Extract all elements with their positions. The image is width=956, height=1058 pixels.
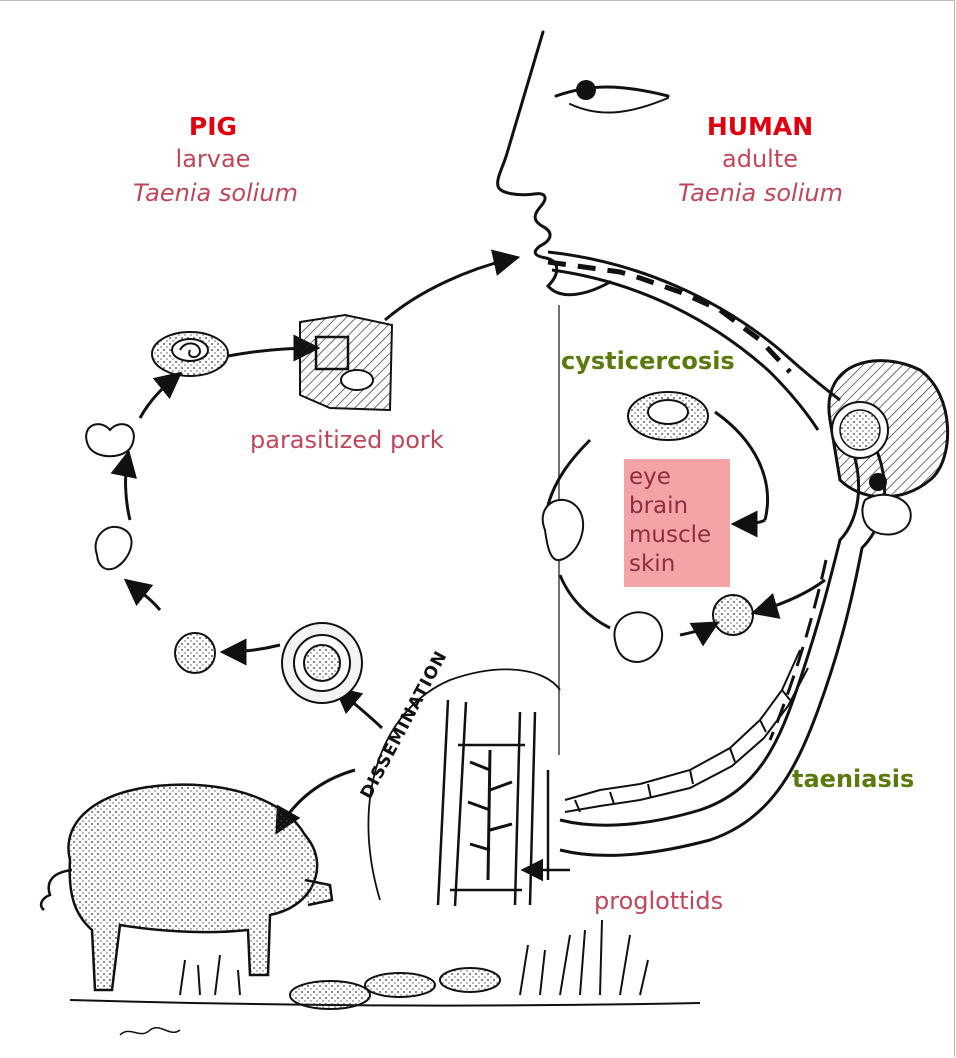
proglottids-label: proglottids: [594, 888, 723, 916]
human-cyst: [628, 392, 708, 440]
eye-icon: [576, 80, 596, 100]
taeniasis-label: taeniasis: [792, 766, 914, 794]
proglottid-segment: [438, 700, 535, 906]
cyst-in-pork: [152, 332, 228, 376]
parasitized-pork-label: parasitized pork: [250, 427, 444, 455]
pig-illustration: [41, 785, 332, 990]
site-brain: brain: [629, 492, 730, 521]
pig-species: Taenia solium: [133, 180, 293, 208]
human-species: Taenia solium: [673, 180, 848, 208]
stomach: [829, 361, 948, 535]
site-eye: eye: [629, 463, 730, 492]
pig-title: PIG: [168, 113, 258, 142]
site-skin: skin: [629, 550, 730, 579]
pig-stage: larvae: [163, 146, 263, 174]
intestine-segments: [565, 650, 808, 812]
site-muscle: muscle: [629, 521, 730, 550]
human-stage: adulte: [710, 146, 810, 174]
dissemination-label: DISSEMINATION: [357, 648, 452, 803]
ground-and-feces: [70, 920, 700, 1009]
artist-signature: [120, 1028, 180, 1035]
larva-scolex: [86, 424, 662, 662]
human-face-profile: [498, 32, 668, 295]
human-title: HUMAN: [700, 113, 820, 142]
cysticercosis-label: cysticercosis: [561, 348, 735, 376]
infection-sites-box: eye brain muscle skin: [624, 459, 730, 587]
pork-tissue: [300, 315, 392, 410]
